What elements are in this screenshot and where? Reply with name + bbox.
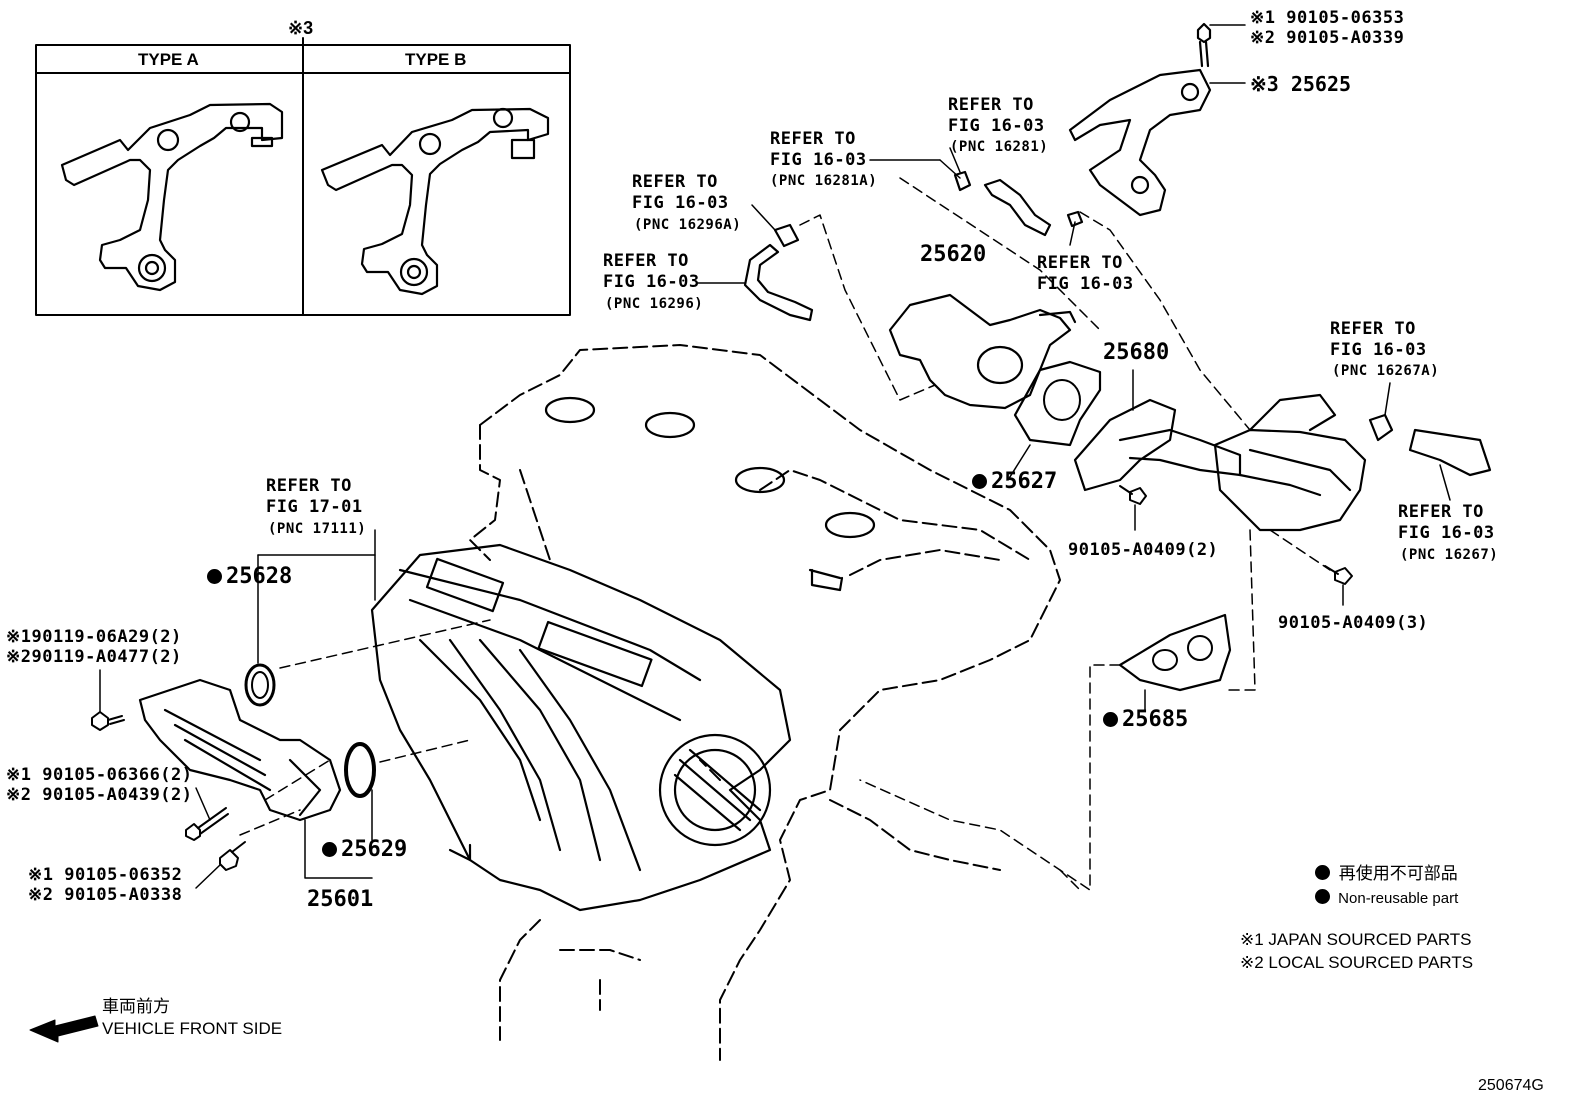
part-25620: 25620 <box>920 242 987 267</box>
part-25629-number: 25629 <box>341 837 408 862</box>
bolt-left-a-japan: ※190119-06A29(2) <box>6 627 182 647</box>
inset-box <box>35 37 571 316</box>
part-25601: 25601 <box>307 887 374 912</box>
ref-line: FIG 16-03 <box>948 116 1045 136</box>
ref-line: (PNC 16296) <box>605 296 704 312</box>
ref-line: REFER TO <box>1037 253 1123 273</box>
bolt-left-c-local: ※2 90105-A0338 <box>28 885 183 905</box>
ref-line: FIG 16-03 <box>632 193 729 213</box>
intake-manifold-drawing <box>370 543 792 912</box>
vehicle-front-arrow-drawing <box>29 1015 99 1043</box>
egr-cooler-drawing <box>1213 393 1367 532</box>
non-reusable-dot <box>322 842 337 857</box>
gasket-25627-drawing <box>1013 360 1102 447</box>
gasket-25628-drawing <box>244 663 276 707</box>
part-25680: 25680 <box>1103 340 1170 365</box>
ref-line: FIG 16-03 <box>1330 340 1427 360</box>
ref-line: REFER TO <box>770 129 856 149</box>
engine-outline <box>469 344 1061 1061</box>
part-25628-number: 25628 <box>226 564 293 589</box>
bolt-left-b-local: ※2 90105-A0439(2) <box>6 785 193 805</box>
ref-line: REFER TO <box>603 251 689 271</box>
ref-line: (PNC 16281) <box>950 139 1049 155</box>
type-a-label: TYPE A <box>138 50 199 69</box>
ref-line: REFER TO <box>1330 319 1416 339</box>
egr-pipe-25601-drawing <box>138 678 342 822</box>
legend-nonreusable-en: Non-reusable part <box>1315 889 1458 909</box>
part-25685: 25685 <box>1103 708 1188 732</box>
bracket-25625-drawing <box>1068 22 1212 217</box>
gasket-25685-drawing <box>1118 613 1232 692</box>
hose-16281-drawing <box>953 170 1084 237</box>
ref-line: FIG 16-03 <box>603 272 700 292</box>
ref-line: FIG 16-03 <box>1037 274 1134 294</box>
engine-ovals <box>544 396 876 592</box>
legend-dot <box>1315 889 1330 904</box>
bolt-top-local: ※2 90105-A0339 <box>1250 28 1405 48</box>
part-25627-number: 25627 <box>991 469 1058 494</box>
non-reusable-dot <box>207 569 222 584</box>
legend-en-text: Non-reusable part <box>1338 890 1459 907</box>
left-bolts-drawing <box>91 711 246 871</box>
bolt-a0409-3: 90105-A0409(3) <box>1278 613 1429 633</box>
part-25625: ※3 25625 <box>1250 72 1352 96</box>
bolt-left-a-local: ※290119-A0477(2) <box>6 647 182 667</box>
note-japan-sourced: ※1 JAPAN SOURCED PARTS <box>1240 930 1472 949</box>
ref-line: REFER TO <box>948 95 1034 115</box>
left-leaders <box>99 529 376 889</box>
bolt-left-c-japan: ※1 90105-06352 <box>28 865 183 885</box>
legend-nonreusable-jp: 再使用不可部品 <box>1315 864 1458 884</box>
part-25627: 25627 <box>972 470 1057 494</box>
ref-line: (PNC 16281A) <box>770 173 878 189</box>
ref-line: REFER TO <box>1398 502 1484 522</box>
ref-line: (PNC 16267) <box>1400 547 1499 563</box>
egr-pipe-25680-drawing <box>1073 398 1242 492</box>
left-dashed-leaders <box>239 619 491 836</box>
bolt-top-japan: ※1 90105-06353 <box>1250 8 1405 28</box>
part-25629: 25629 <box>322 838 407 862</box>
non-reusable-dot <box>1103 712 1118 727</box>
legend-dot <box>1315 865 1330 880</box>
gasket-25629-drawing <box>344 742 376 798</box>
part-25628: 25628 <box>207 565 292 589</box>
hose-16296-drawing <box>743 223 814 322</box>
vehicle-front-en: VEHICLE FRONT SIDE <box>102 1019 283 1038</box>
bolt-a0409-2: 90105-A0409(2) <box>1068 540 1219 560</box>
hose-16267-drawing <box>1368 413 1492 477</box>
ref-line: (PNC 16267A) <box>1332 363 1440 379</box>
inset-marker: ※3 <box>288 18 314 38</box>
bracket-type-b-drawing <box>320 107 550 296</box>
right-bolts-drawing <box>1119 485 1353 585</box>
ref-line: REFER TO <box>266 476 352 496</box>
ref-line: FIG 16-03 <box>1398 523 1495 543</box>
vehicle-front-jp: 車両前方 <box>102 997 170 1016</box>
legend-jp-text: 再使用不可部品 <box>1338 864 1458 883</box>
right-leaders <box>696 24 1451 711</box>
ref-line: REFER TO <box>632 172 718 192</box>
non-reusable-dot <box>972 474 987 489</box>
egr-valve-25620-drawing <box>888 293 1077 410</box>
right-dashed-leaders <box>799 177 1331 891</box>
note-local-sourced: ※2 LOCAL SOURCED PARTS <box>1240 953 1474 972</box>
ref-line: FIG 16-03 <box>770 150 867 170</box>
ref-line: (PNC 17111) <box>268 521 367 537</box>
part-25685-number: 25685 <box>1122 707 1189 732</box>
bolt-left-b-japan: ※1 90105-06366(2) <box>6 765 193 785</box>
type-b-label: TYPE B <box>405 50 467 69</box>
ref-line: (PNC 16296A) <box>634 217 742 233</box>
bracket-type-a-drawing <box>60 102 284 292</box>
figure-code: 250674G <box>1478 1077 1544 1094</box>
ref-line: FIG 17-01 <box>266 497 363 517</box>
